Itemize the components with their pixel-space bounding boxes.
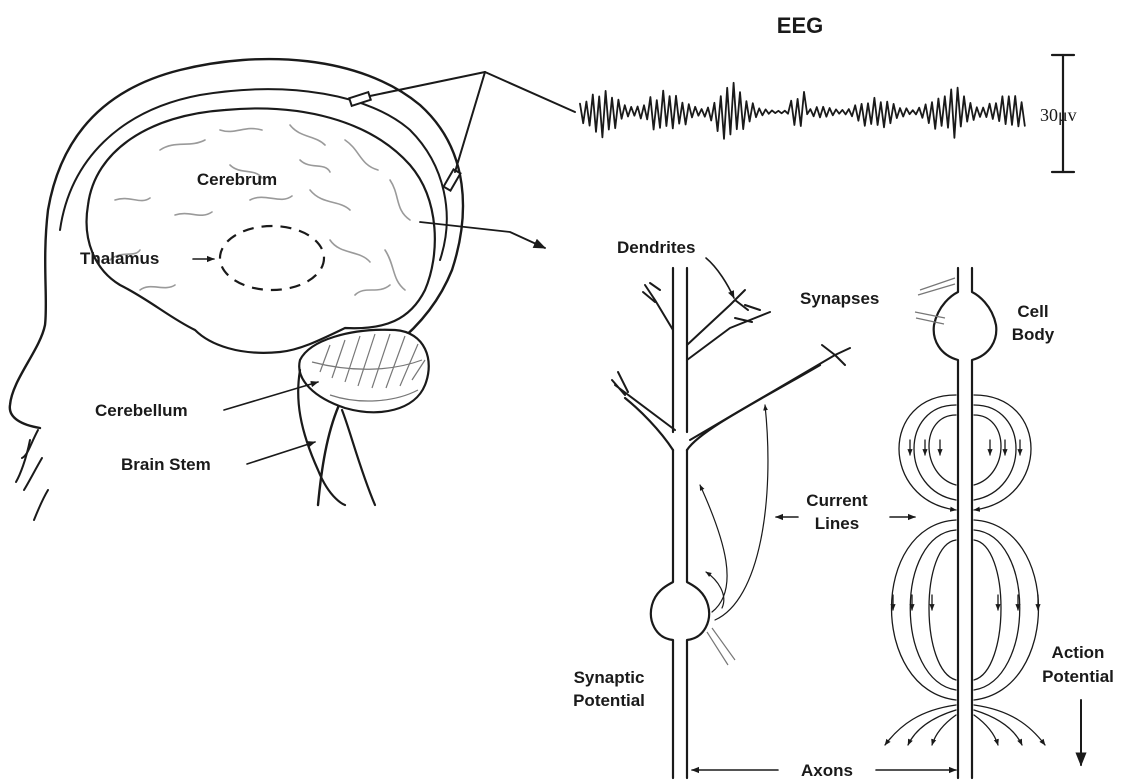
right-neuron (885, 268, 1045, 778)
dendrites-pointer (706, 258, 734, 298)
eeg-scale-label: 30μv (1040, 105, 1077, 125)
cell-body-label-line2: Body (1012, 325, 1055, 344)
synaptic-potential-label-line1: Synaptic (574, 668, 645, 687)
eeg-trace (580, 83, 1025, 139)
eeg-title: EEG (777, 13, 823, 38)
dendrites-label: Dendrites (617, 238, 695, 257)
action-potential-label-line2: Potential (1042, 667, 1114, 686)
synapses-label: Synapses (800, 289, 879, 308)
action-potential-label-line1: Action (1052, 643, 1105, 662)
cerebellum-label: Cerebellum (95, 401, 188, 420)
cell-body-label-line1: Cell (1017, 302, 1048, 321)
thalamus-label: Thalamus (80, 249, 159, 268)
current-lines-label-line2: Lines (815, 514, 859, 533)
cerebellum (299, 330, 429, 412)
brain-stem-pointer (247, 442, 315, 464)
cerebellum-pointer (224, 382, 318, 410)
axons-label: Axons (801, 761, 853, 780)
cerebrum-label: Cerebrum (197, 170, 277, 189)
current-lines-label-line1: Current (806, 491, 868, 510)
cerebrum (87, 108, 435, 352)
brain-stem-label: Brain Stem (121, 455, 211, 474)
synaptic-potential-label-line2: Potential (573, 691, 645, 710)
cerebrum-detail-arrow (420, 222, 545, 248)
